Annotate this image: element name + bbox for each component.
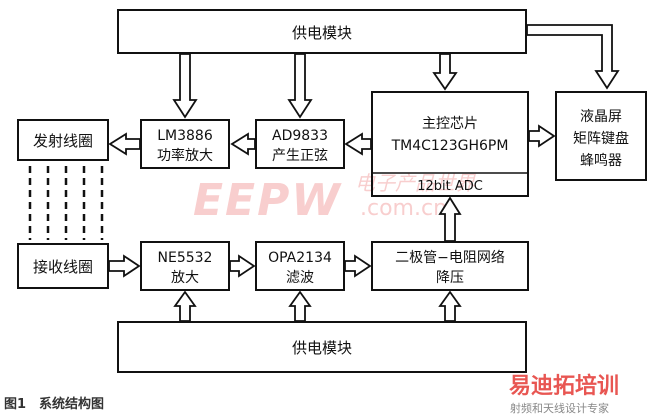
power-module-top-label: 供电模块 <box>292 24 352 42</box>
coil-coupling-lines <box>28 166 104 240</box>
transmit-coil-box <box>17 119 109 161</box>
diode-network-line1: 二极管−电阻网络 <box>395 250 505 266</box>
arrow-opa2134-to-diode <box>344 254 372 278</box>
lm3886-box <box>140 119 230 169</box>
mcu-line1: 主控芯片 <box>422 116 478 132</box>
site-watermark: 易迪拓培训 射频和天线设计专家 <box>509 373 619 415</box>
display-line3: 蜂鸣器 <box>580 152 622 169</box>
eepw-logo-text: EEPW <box>193 175 342 226</box>
power-module-bottom <box>117 321 527 373</box>
site-tagline-text: 射频和天线设计专家 <box>510 401 609 415</box>
arrow-ne5532-to-opa2134 <box>229 254 256 278</box>
arrow-ad9833-to-lm3886 <box>230 132 256 156</box>
arrow-power-to-mcu <box>432 53 458 91</box>
arrow-power-to-opa2134 <box>288 290 312 322</box>
ne5532-line2: 放大 <box>171 270 199 286</box>
opa2134-line1: OPA2134 <box>268 250 332 266</box>
figure-caption: 图1 系统结构图 <box>4 396 104 412</box>
arrow-mcu-to-display <box>528 124 556 148</box>
adc-label: 12bit ADC <box>417 179 483 194</box>
ad9833-line1: AD9833 <box>272 128 328 144</box>
eepw-url-text: .com.cn <box>360 196 447 221</box>
ad9833-line2: 产生正弦 <box>272 148 328 164</box>
site-cn-text: 易迪拓培训 <box>509 373 619 399</box>
eepw-cn-text: 电子产品世界 <box>355 171 476 195</box>
display-box <box>555 91 647 181</box>
ne5532-box <box>140 241 230 291</box>
power-module-top <box>117 9 527 54</box>
lm3886-line2: 功率放大 <box>157 147 213 164</box>
diode-network-box <box>371 241 529 291</box>
receive-coil-label: 接收线圈 <box>33 258 93 276</box>
opa2134-box <box>255 241 345 291</box>
ne5532-line1: NE5532 <box>158 250 213 266</box>
arrow-power-to-ne5532 <box>173 290 197 322</box>
arrow-diode-to-adc <box>438 196 462 242</box>
eepw-watermark: EEPW 电子产品世界 .com.cn <box>193 171 476 226</box>
power-module-bottom-label: 供电模块 <box>292 339 352 357</box>
arrow-power-to-display <box>526 24 620 90</box>
diode-network-line2: 降压 <box>436 270 464 286</box>
lm3886-line1: LM3886 <box>157 128 213 144</box>
ad9833-box <box>255 119 345 169</box>
receive-coil-box <box>17 243 109 289</box>
display-line2: 矩阵键盘 <box>573 130 629 147</box>
arrow-power-to-lm3886 <box>172 53 198 119</box>
transmit-coil-label: 发射线圈 <box>33 132 93 150</box>
mcu-line2: TM4C123GH6PM <box>391 138 509 154</box>
arrow-coil-to-ne5532 <box>108 254 141 278</box>
arrow-mcu-to-ad9833 <box>344 132 372 156</box>
mcu-box <box>371 91 529 197</box>
display-line1: 液晶屏 <box>580 109 622 125</box>
arrow-power-to-ad9833 <box>287 53 313 119</box>
arrow-lm3886-to-coil <box>108 132 141 156</box>
opa2134-line2: 滤波 <box>286 270 314 286</box>
arrow-power-to-diode <box>438 290 462 322</box>
